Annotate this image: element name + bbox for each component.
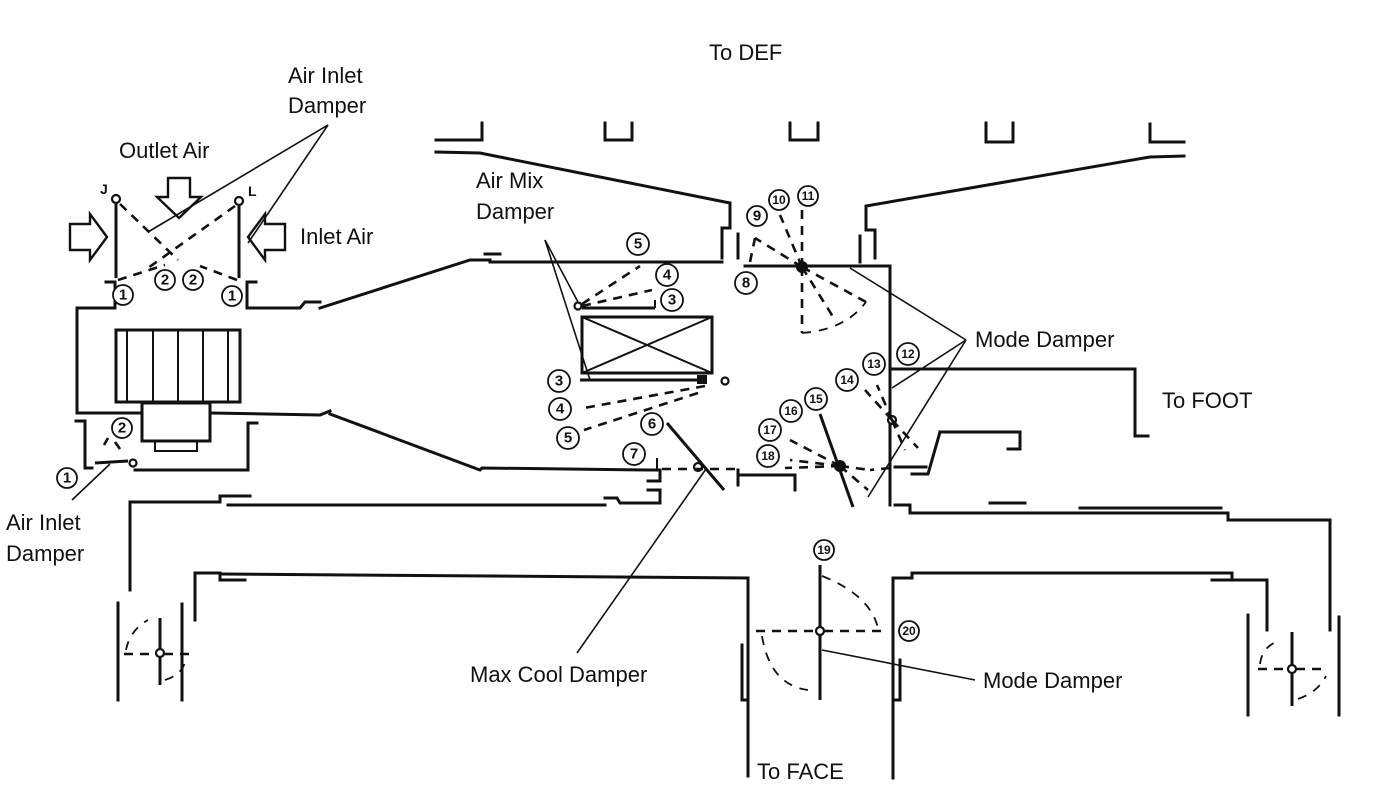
callout-10: 10 xyxy=(768,189,790,211)
callout-8: 8 xyxy=(734,271,758,295)
callout-20: 20 xyxy=(898,620,920,642)
pivot-marker-left: J xyxy=(100,181,108,197)
callout-2: 2 xyxy=(182,269,204,291)
air-inlet-damper-top: J L xyxy=(100,181,257,282)
side-vent-damper-right xyxy=(1258,632,1328,706)
callout-12: 12 xyxy=(896,342,920,366)
callout-1: 1 xyxy=(221,285,243,307)
def-mode-damper xyxy=(748,205,867,334)
callouts: 1 2 2 1 2 1 5 4 3 3 4 5 6 7 8 9 10 11 12… xyxy=(56,185,920,642)
svg-text:1: 1 xyxy=(119,287,127,304)
airflow-arrows xyxy=(68,176,287,264)
outlet-air-arrow xyxy=(154,176,204,220)
svg-text:16: 16 xyxy=(784,404,798,418)
callout-5: 5 xyxy=(556,426,580,450)
callout-3: 3 xyxy=(547,369,571,393)
svg-text:1: 1 xyxy=(228,288,236,305)
callout-15: 15 xyxy=(804,387,828,411)
callout-2: 2 xyxy=(111,417,133,439)
intake-housing xyxy=(74,252,724,472)
svg-text:3: 3 xyxy=(555,373,563,390)
inlet-air-arrow-left xyxy=(68,210,109,264)
callout-6: 6 xyxy=(640,412,664,436)
callout-1: 1 xyxy=(112,284,134,306)
pivot-left xyxy=(110,193,122,205)
svg-text:9: 9 xyxy=(753,208,761,225)
svg-text:5: 5 xyxy=(634,236,642,253)
center-mode-damper xyxy=(784,413,891,508)
label-air-inlet-damper-bottom-1: Air Inlet xyxy=(6,510,81,535)
label-air-inlet-damper-top-1: Air Inlet xyxy=(288,63,363,88)
callout-4: 4 xyxy=(548,397,572,421)
def-outlet-duct xyxy=(434,121,1186,264)
mode-case xyxy=(603,264,1150,507)
callout-2: 2 xyxy=(154,269,176,291)
svg-text:19: 19 xyxy=(817,543,831,557)
svg-text:10: 10 xyxy=(772,193,786,207)
callout-16: 16 xyxy=(779,399,803,423)
label-air-inlet-damper-top-2: Damper xyxy=(288,93,366,118)
foot-mode-damper xyxy=(864,384,919,451)
callout-4: 4 xyxy=(655,263,679,287)
air-inlet-damper-bottom xyxy=(94,437,138,468)
svg-text:12: 12 xyxy=(901,347,915,361)
svg-text:8: 8 xyxy=(742,275,750,292)
max-cool-damper xyxy=(656,422,736,491)
svg-text:18: 18 xyxy=(761,449,775,463)
svg-text:2: 2 xyxy=(118,420,126,437)
label-to-foot: To FOOT xyxy=(1162,388,1252,413)
face-mode-damper xyxy=(756,565,888,700)
inlet-air-arrow-right xyxy=(246,210,287,264)
callout-19: 19 xyxy=(813,539,835,561)
heater-core xyxy=(580,315,714,375)
label-mode-damper-upper: Mode Damper xyxy=(975,327,1114,352)
svg-text:3: 3 xyxy=(668,292,676,309)
svg-text:15: 15 xyxy=(809,392,823,406)
callout-9: 9 xyxy=(746,205,768,227)
callout-5: 5 xyxy=(626,232,650,256)
label-to-def: To DEF xyxy=(709,40,782,65)
callout-3: 3 xyxy=(660,288,684,312)
svg-text:11: 11 xyxy=(802,189,815,203)
lower-ducts xyxy=(116,494,1341,780)
air-mix-damper xyxy=(573,264,730,432)
svg-text:14: 14 xyxy=(840,373,854,387)
blower-motor xyxy=(140,401,212,443)
svg-text:17: 17 xyxy=(763,423,777,437)
svg-text:2: 2 xyxy=(161,272,169,289)
label-air-mix-damper-2: Damper xyxy=(476,199,554,224)
label-outlet-air: Outlet Air xyxy=(119,138,209,163)
callout-17: 17 xyxy=(758,418,782,442)
svg-text:2: 2 xyxy=(189,272,197,289)
svg-text:13: 13 xyxy=(867,357,881,371)
svg-text:4: 4 xyxy=(663,267,672,284)
leader-lines xyxy=(71,124,976,681)
label-to-face: To FACE xyxy=(757,759,844,784)
callout-14: 14 xyxy=(835,368,859,392)
side-vent-damper-left xyxy=(124,618,196,685)
label-air-mix-damper-1: Air Mix xyxy=(476,168,543,193)
pivot-marker-right: L xyxy=(248,183,257,199)
svg-text:4: 4 xyxy=(556,401,565,418)
svg-text:1: 1 xyxy=(63,470,71,487)
svg-text:5: 5 xyxy=(564,430,572,447)
label-air-inlet-damper-bottom-2: Damper xyxy=(6,541,84,566)
labels: To DEF Air Inlet Damper Outlet Air Inlet… xyxy=(6,40,1252,784)
label-max-cool-damper: Max Cool Damper xyxy=(470,662,647,687)
svg-text:6: 6 xyxy=(648,416,656,433)
label-inlet-air: Inlet Air xyxy=(300,224,373,249)
callout-13: 13 xyxy=(862,352,886,376)
callout-7: 7 xyxy=(622,442,646,466)
svg-text:20: 20 xyxy=(902,624,916,638)
callout-18: 18 xyxy=(756,444,780,468)
svg-text:7: 7 xyxy=(630,446,638,463)
callout-1: 1 xyxy=(56,467,78,489)
callout-11: 11 xyxy=(797,185,819,207)
label-mode-damper-lower: Mode Damper xyxy=(983,668,1122,693)
pivot-right xyxy=(233,195,245,207)
